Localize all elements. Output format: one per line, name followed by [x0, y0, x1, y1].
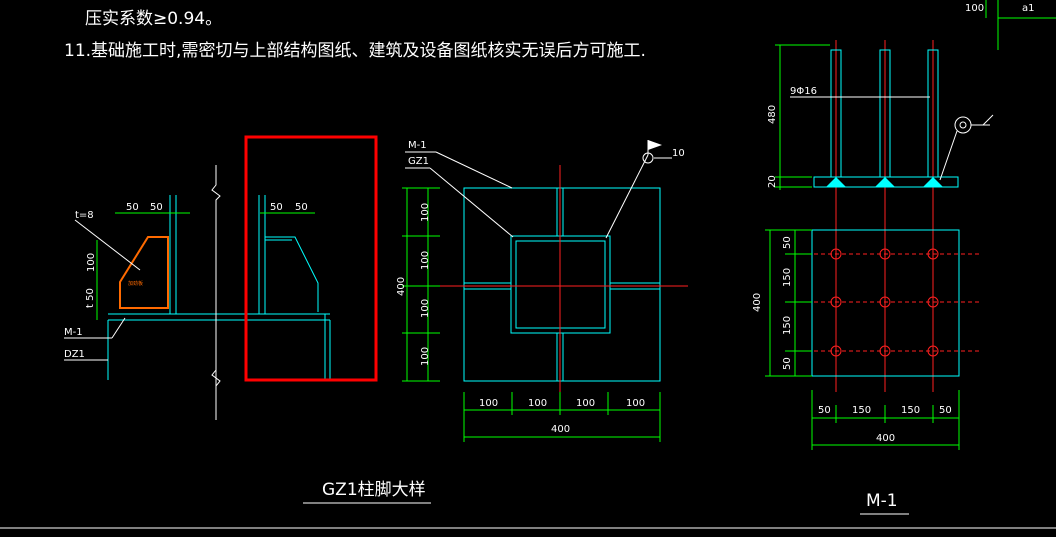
m1-title: M-1: [866, 491, 898, 511]
m1-left-dim-3: 150: [782, 316, 793, 335]
plan-bottom-dim-1: 100: [479, 398, 498, 409]
top-right-dim: 100: [965, 3, 984, 14]
plan-left-dim-2: 100: [420, 251, 431, 270]
m1-elev-dim-1: 480: [767, 105, 778, 124]
plan-left-dim-3: 100: [420, 299, 431, 318]
plan-bottom-dim-3: 100: [576, 398, 595, 409]
plan-left-total: 400: [396, 277, 407, 296]
top-right-fragment: [985, 0, 1056, 50]
plan-left-dim-1: 100: [420, 203, 431, 222]
section-m1-label: M-1: [64, 327, 83, 338]
section-dim-a: 50: [126, 202, 139, 213]
m1-bottom-dim-2: 150: [852, 405, 871, 416]
plan-bottom-dim-4: 100: [626, 398, 645, 409]
plan-m1-label: M-1: [408, 140, 427, 151]
m1-elev-dim-2: 20: [767, 175, 778, 188]
top-right-label: a1: [1022, 3, 1035, 14]
section-dim-b: 50: [150, 202, 163, 213]
selection-highlight-box: [244, 135, 378, 382]
section-view: 加劲板 50 50 50 50 100 t 50 t=8 M-1 DZ1: [64, 165, 331, 420]
note-line-2: 11.基础施工时,需密切与上部结构图纸、建筑及设备图纸核实无误后方可施工.: [64, 41, 646, 61]
stiffener-note: 加劲板: [128, 280, 143, 287]
plan-bottom-dim-2: 100: [528, 398, 547, 409]
gz1-title: GZ1柱脚大样: [322, 480, 426, 500]
m1-bolt-label: 9Φ16: [790, 86, 817, 97]
plan-left-dim-4: 100: [420, 347, 431, 366]
section-dim-h: 100: [86, 253, 97, 272]
m1-left-total: 400: [752, 293, 763, 312]
section-dim-t: t 50: [85, 288, 96, 308]
m1-bottom-dim-4: 50: [939, 405, 952, 416]
m1-detail: 9Φ16 480 20 50 150 150 50 400: [752, 40, 994, 450]
plan-bottom-total: 400: [551, 424, 570, 435]
section-t-label: t=8: [75, 210, 94, 221]
m1-bottom-dim-3: 150: [901, 405, 920, 416]
note-line-1: 压实系数≥0.94。: [85, 9, 222, 29]
section-dz1-label: DZ1: [64, 349, 85, 360]
plan-gz1-label: GZ1: [408, 156, 429, 167]
m1-left-dim-2: 150: [782, 268, 793, 287]
section-dim-c: 50: [270, 202, 283, 213]
m1-bottom-total: 400: [876, 433, 895, 444]
plan-weld-label: 10: [672, 148, 685, 159]
m1-left-dim-1: 50: [782, 236, 793, 249]
m1-bottom-dim-1: 50: [818, 405, 831, 416]
m1-left-dim-4: 50: [782, 357, 793, 370]
stiffener-plate-highlight: [119, 236, 169, 309]
plan-view: M-1 GZ1 10 100 100 100 100 400 100 100 1…: [396, 140, 688, 442]
section-dim-d: 50: [295, 202, 308, 213]
